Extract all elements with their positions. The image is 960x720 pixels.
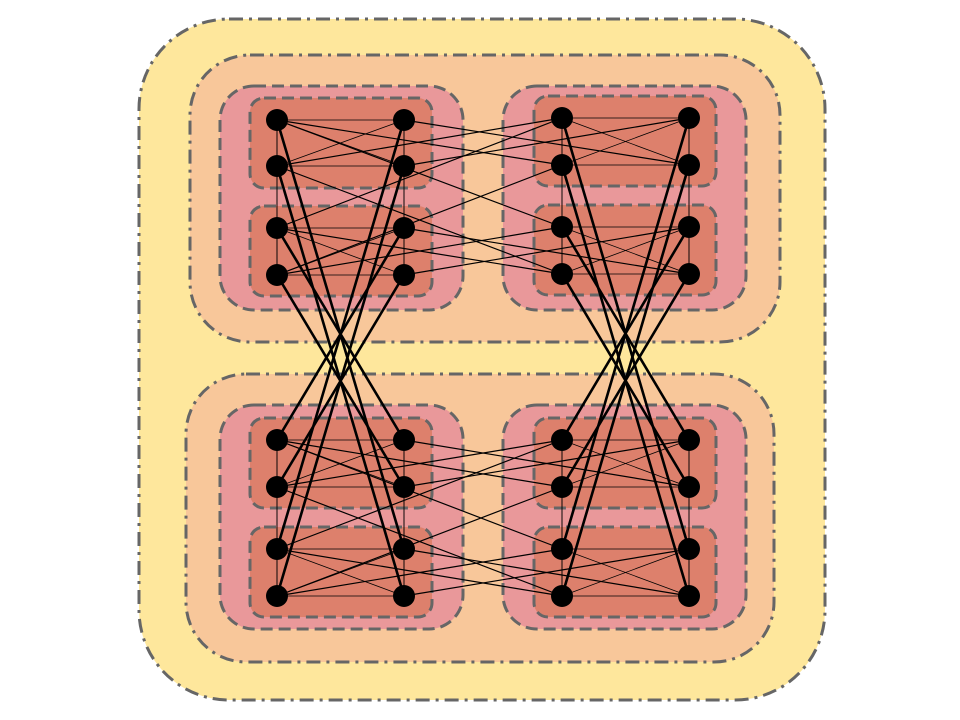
inner-edges xyxy=(276,117,690,597)
node-c3 xyxy=(266,476,288,498)
node-c2 xyxy=(393,429,415,451)
node-b8 xyxy=(678,263,700,285)
node-a4 xyxy=(393,155,415,177)
node-a8 xyxy=(393,264,415,286)
node-d3 xyxy=(551,476,573,498)
node-c6 xyxy=(393,538,415,560)
edge-cross-block xyxy=(403,117,690,167)
node-a1 xyxy=(266,109,288,131)
node-a7 xyxy=(266,264,288,286)
edge-cross-half xyxy=(560,272,691,489)
node-a6 xyxy=(393,217,415,239)
node-d7 xyxy=(551,585,573,607)
edge-cross-block xyxy=(276,164,563,276)
edge-cross-block xyxy=(403,548,690,597)
node-b4 xyxy=(678,154,700,176)
node-b7 xyxy=(551,263,573,285)
node-d4 xyxy=(678,476,700,498)
node-b6 xyxy=(678,216,700,238)
cross-block-edges xyxy=(276,117,690,597)
edge-cross-half xyxy=(560,225,691,442)
node-d6 xyxy=(678,538,700,560)
node-a5 xyxy=(266,217,288,239)
node-c8 xyxy=(393,585,415,607)
node-b2 xyxy=(678,107,700,129)
node-a2 xyxy=(393,109,415,131)
node-c5 xyxy=(266,538,288,560)
cross-half-edges xyxy=(275,116,691,598)
node-c1 xyxy=(266,429,288,451)
node-d2 xyxy=(678,429,700,451)
node-a3 xyxy=(266,155,288,177)
node-b1 xyxy=(551,107,573,129)
edge-cross-block xyxy=(403,226,690,276)
node-b5 xyxy=(551,216,573,238)
node-b3 xyxy=(551,154,573,176)
edge-cross-block xyxy=(403,439,690,488)
node-d5 xyxy=(551,538,573,560)
edge-cross-block xyxy=(276,486,563,597)
edge-cross-block xyxy=(276,548,563,597)
node-d8 xyxy=(678,585,700,607)
edge-inner xyxy=(276,119,405,167)
edge-cross-half xyxy=(275,273,406,489)
edge-inner xyxy=(561,548,690,597)
node-d1 xyxy=(551,429,573,451)
edge-cross-half xyxy=(275,226,406,442)
node-c7 xyxy=(266,585,288,607)
edge-inner xyxy=(561,117,690,166)
edge-cross-block xyxy=(276,117,563,229)
node-c4 xyxy=(393,476,415,498)
edge-cross-block xyxy=(276,117,563,167)
edge-cross-block xyxy=(276,439,563,488)
edge-cross-block xyxy=(276,226,563,276)
node-group xyxy=(266,107,700,607)
